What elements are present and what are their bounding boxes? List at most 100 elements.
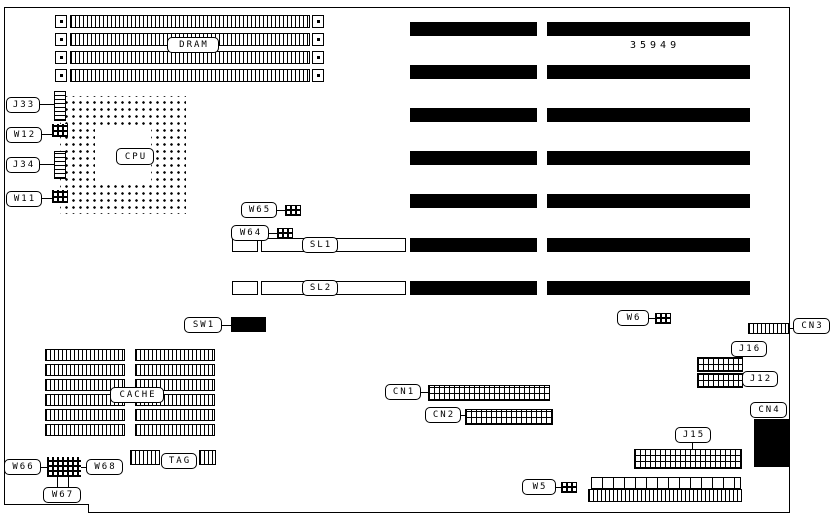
label-w6: W6	[617, 310, 649, 326]
label-j15: J15	[675, 427, 711, 443]
simm-end	[312, 51, 324, 64]
callout-line	[269, 233, 277, 234]
label-tag: TAG	[161, 453, 197, 469]
expansion-slot	[410, 65, 537, 79]
callout-line	[789, 328, 794, 329]
label-j16: J16	[731, 341, 767, 357]
callout-line	[57, 477, 58, 487]
label-w5: W5	[522, 479, 556, 495]
cache-chip	[135, 424, 215, 436]
callout-line	[68, 477, 69, 487]
expansion-slot	[547, 281, 750, 295]
simm-end	[312, 33, 324, 46]
simm-end	[312, 15, 324, 28]
jumper-w11	[52, 190, 68, 203]
connector-j33	[54, 91, 66, 121]
bottom-connector-pins	[591, 477, 741, 489]
jumper-w64	[277, 228, 293, 239]
simm-end	[55, 33, 67, 46]
expansion-slot	[410, 22, 537, 36]
keyboard-connector-cn4	[754, 419, 790, 467]
simm-end	[55, 51, 67, 64]
tag-chip	[199, 450, 216, 465]
simm-end	[55, 69, 67, 82]
label-w64: W64	[231, 225, 269, 241]
callout-line	[649, 318, 655, 319]
expansion-slot	[547, 65, 750, 79]
cache-chip	[45, 379, 125, 391]
label-w68: W68	[86, 459, 123, 475]
simm-end	[312, 69, 324, 82]
cache-chip	[135, 409, 215, 421]
connector-j15	[634, 449, 742, 469]
dip-switch-sw1	[231, 317, 266, 332]
callout-line	[40, 104, 54, 105]
simm-slot	[70, 51, 310, 64]
label-cn2: CN2	[425, 407, 461, 423]
label-cn3: CN3	[793, 318, 830, 334]
expansion-slot	[410, 281, 537, 295]
expansion-slot	[547, 238, 750, 252]
connector-cn3	[748, 323, 789, 334]
label-sw1: SW1	[184, 317, 222, 333]
simm-slot	[70, 15, 310, 28]
connector-j16	[697, 357, 743, 372]
cache-chip	[135, 364, 215, 376]
callout-line	[692, 443, 693, 450]
jumper-w65	[285, 205, 301, 216]
label-w65: W65	[241, 202, 277, 218]
jumper-w66-w67-w68	[47, 457, 81, 477]
expansion-slot	[547, 108, 750, 122]
connector-j12	[697, 373, 743, 388]
cache-chip	[135, 349, 215, 361]
label-j34: J34	[6, 157, 40, 173]
label-cn1: CN1	[385, 384, 421, 400]
callout-line	[556, 487, 561, 488]
label-sl2: SL2	[302, 280, 338, 296]
label-w66: W66	[4, 459, 41, 475]
callout-line	[42, 134, 52, 135]
simm-slot	[70, 69, 310, 82]
label-cn4: CN4	[750, 402, 787, 418]
cache-chip	[45, 364, 125, 376]
slot-sl2-segment	[232, 281, 258, 295]
expansion-slot	[547, 22, 750, 36]
simm-end	[55, 15, 67, 28]
label-j12: J12	[742, 371, 778, 387]
connector-cn1	[428, 385, 550, 401]
cache-chip	[45, 349, 125, 361]
expansion-slot	[410, 238, 537, 252]
expansion-slot	[410, 151, 537, 165]
label-w12: W12	[6, 127, 42, 143]
callout-line	[277, 210, 285, 211]
jumper-w12	[52, 124, 68, 137]
jumper-w6	[655, 313, 671, 324]
callout-line	[81, 467, 86, 468]
callout-line	[421, 392, 428, 393]
board-number: 35949	[630, 40, 681, 51]
tag-chip	[130, 450, 160, 465]
connector-j34	[54, 151, 66, 179]
label-dram: DRAM	[167, 37, 219, 53]
expansion-slot	[410, 194, 537, 208]
expansion-slot	[410, 108, 537, 122]
callout-line	[42, 198, 52, 199]
label-w11: W11	[6, 191, 42, 207]
bottom-connector	[588, 489, 742, 502]
callout-line	[41, 467, 47, 468]
label-cpu: CPU	[116, 148, 154, 165]
cache-chip	[45, 424, 125, 436]
label-w67: W67	[43, 487, 81, 503]
callout-line	[222, 325, 231, 326]
label-cache: CACHE	[110, 387, 164, 403]
expansion-slot	[547, 194, 750, 208]
expansion-slot	[547, 151, 750, 165]
connector-cn2	[465, 409, 553, 425]
callout-line	[461, 415, 465, 416]
label-j33: J33	[6, 97, 40, 113]
cache-chip	[45, 409, 125, 421]
jumper-w5	[561, 482, 577, 493]
label-sl1: SL1	[302, 237, 338, 253]
